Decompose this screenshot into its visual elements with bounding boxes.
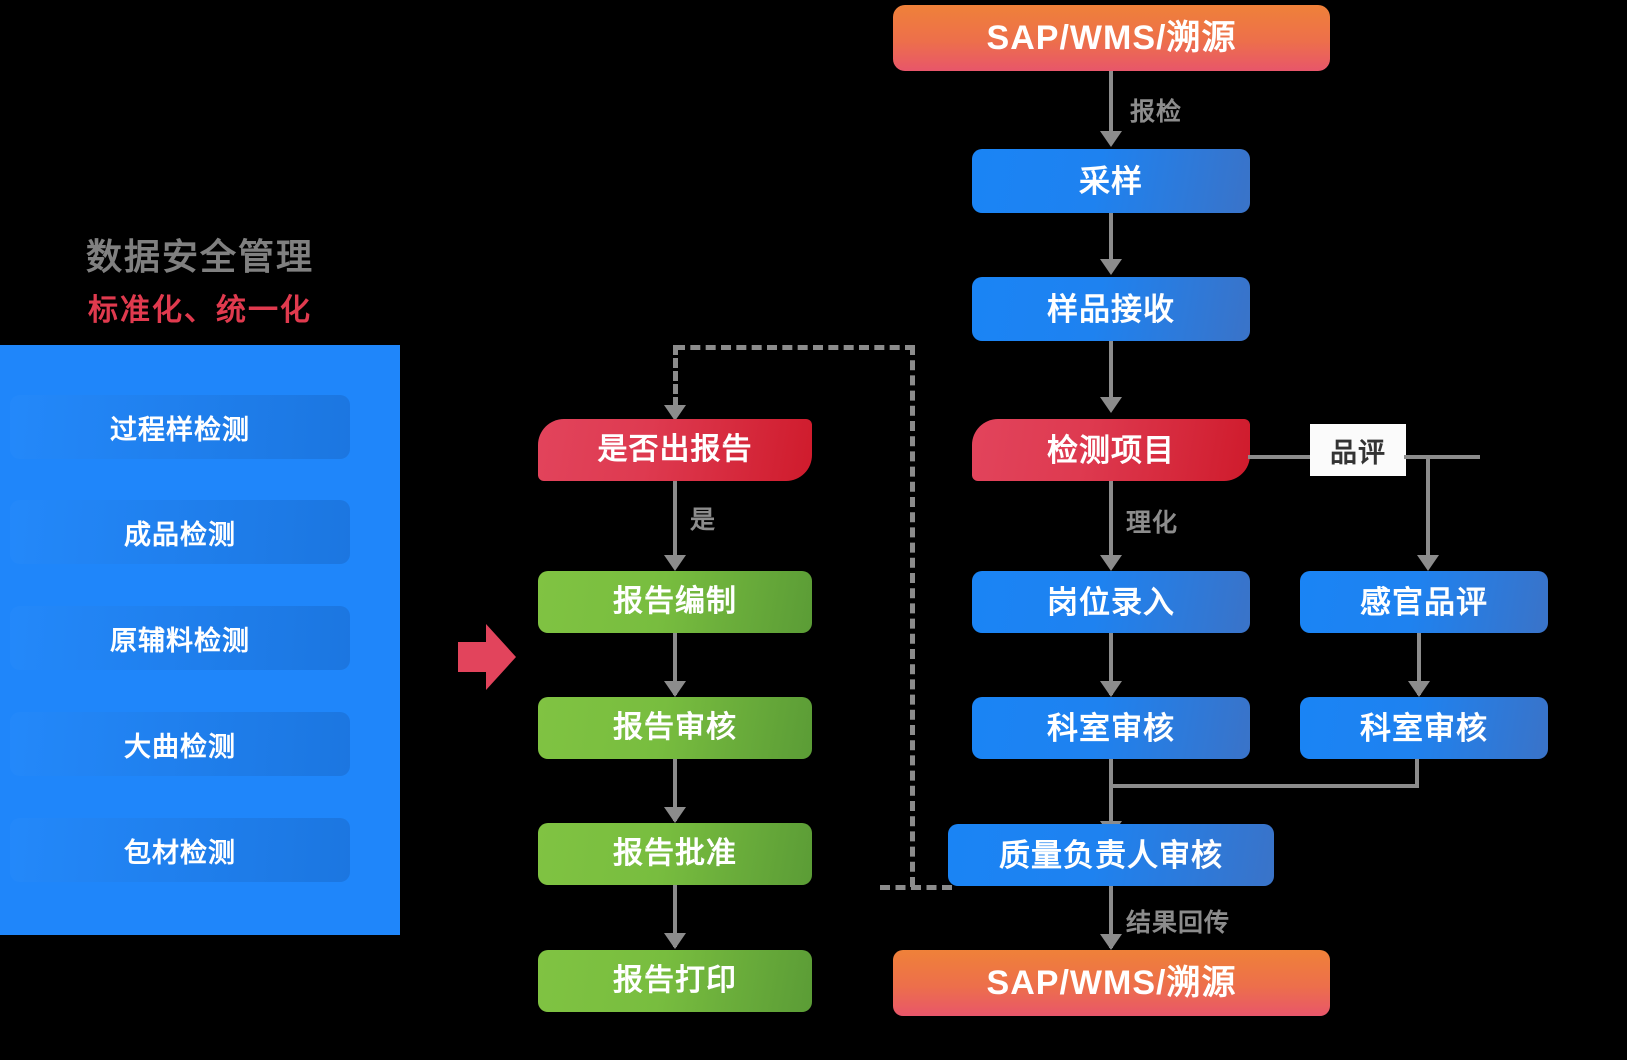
node-source-system-bottom[interactable]: SAP/WMS/溯源 [893,950,1330,1016]
arrowhead-source-to-sampling [1100,131,1122,147]
edge-compile-to-review [673,633,677,695]
edge-source-to-sampling [1109,71,1113,135]
node-station-entry[interactable]: 岗位录入 [972,571,1250,633]
panel-item-packaging[interactable]: 包材检测 [10,818,350,882]
node-report-approve[interactable]: 报告批准 [538,823,812,885]
node-sampling[interactable]: 采样 [972,149,1250,213]
edge-deptreview2-down [1415,759,1419,787]
arrowhead-review-to-approve [664,807,686,823]
edge-tasting-chip-to-right [1404,455,1480,459]
edge-approve-to-print [673,885,677,947]
node-qa-manager-review[interactable]: 质量负责人审核 [948,824,1274,886]
arrowhead-compile-to-review [664,681,686,697]
edge-testitem-to-entry [1109,481,1113,557]
node-source-system-top[interactable]: SAP/WMS/溯源 [893,5,1330,71]
feedback-dashed-right [910,345,915,887]
feedback-arrowhead [664,405,686,421]
edge-label-yes: 是 [690,506,717,534]
arrowhead-approve-to-print [664,933,686,949]
edge-entry-to-deptreview [1109,633,1113,695]
flow-arrow-right-icon [458,624,516,690]
edge-label-result-return: 结果回传 [1126,909,1231,937]
edge-merge-horizontal [1109,784,1419,788]
left-panel-subtitle: 标准化、统一化 [88,294,312,327]
panel-item-raw-material[interactable]: 原辅料检测 [10,606,350,670]
arrowhead-sampling-to-receive [1100,259,1122,275]
arrowhead-tasting-to-sensory [1417,555,1439,571]
arrowhead-sensory-to-deptreview2 [1408,681,1430,697]
arrowhead-testitem-to-entry [1100,555,1122,571]
node-sample-receive[interactable]: 样品接收 [972,277,1250,341]
edge-receive-to-testitem [1109,341,1113,403]
node-report-print[interactable]: 报告打印 [538,950,812,1012]
detection-scope-panel: 过程样检测 成品检测 原辅料检测 大曲检测 包材检测 [0,345,400,935]
arrowhead-receive-to-testitem [1100,397,1122,413]
panel-item-daqu[interactable]: 大曲检测 [10,712,350,776]
panel-item-process-sample[interactable]: 过程样检测 [10,395,350,459]
edge-label-physicochemical: 理化 [1126,509,1179,537]
node-sensory-tasting[interactable]: 感官品评 [1300,571,1548,633]
edge-label-tasting-chip: 品评 [1310,424,1406,476]
arrowhead-decision-to-compile [664,555,686,571]
feedback-dashed-bottom [880,885,952,890]
feedback-dashed-top [675,345,915,350]
node-dept-review[interactable]: 科室审核 [972,697,1250,759]
left-panel-title: 数据安全管理 [85,236,314,277]
node-report-decision[interactable]: 是否出报告 [538,419,812,481]
edge-testitem-to-tasting-left [1248,455,1360,459]
arrowhead-entry-to-deptreview [1100,681,1122,697]
panel-item-finished-product[interactable]: 成品检测 [10,500,350,564]
node-report-review[interactable]: 报告审核 [538,697,812,759]
node-report-compile[interactable]: 报告编制 [538,571,812,633]
edge-review-to-approve [673,759,677,821]
edge-tasting-down [1426,455,1430,559]
node-dept-review-sensory[interactable]: 科室审核 [1300,697,1548,759]
arrowhead-qa-to-source [1100,934,1122,950]
feedback-dashed-down [673,345,678,407]
edge-sampling-to-receive [1109,213,1113,269]
edge-label-inspect-request: 报检 [1130,98,1183,126]
node-test-items[interactable]: 检测项目 [972,419,1250,481]
edge-sensory-to-deptreview2 [1417,633,1421,695]
edge-qa-to-source [1109,886,1113,948]
edge-decision-to-compile [673,481,677,557]
edge-deptreview-down [1109,759,1113,835]
